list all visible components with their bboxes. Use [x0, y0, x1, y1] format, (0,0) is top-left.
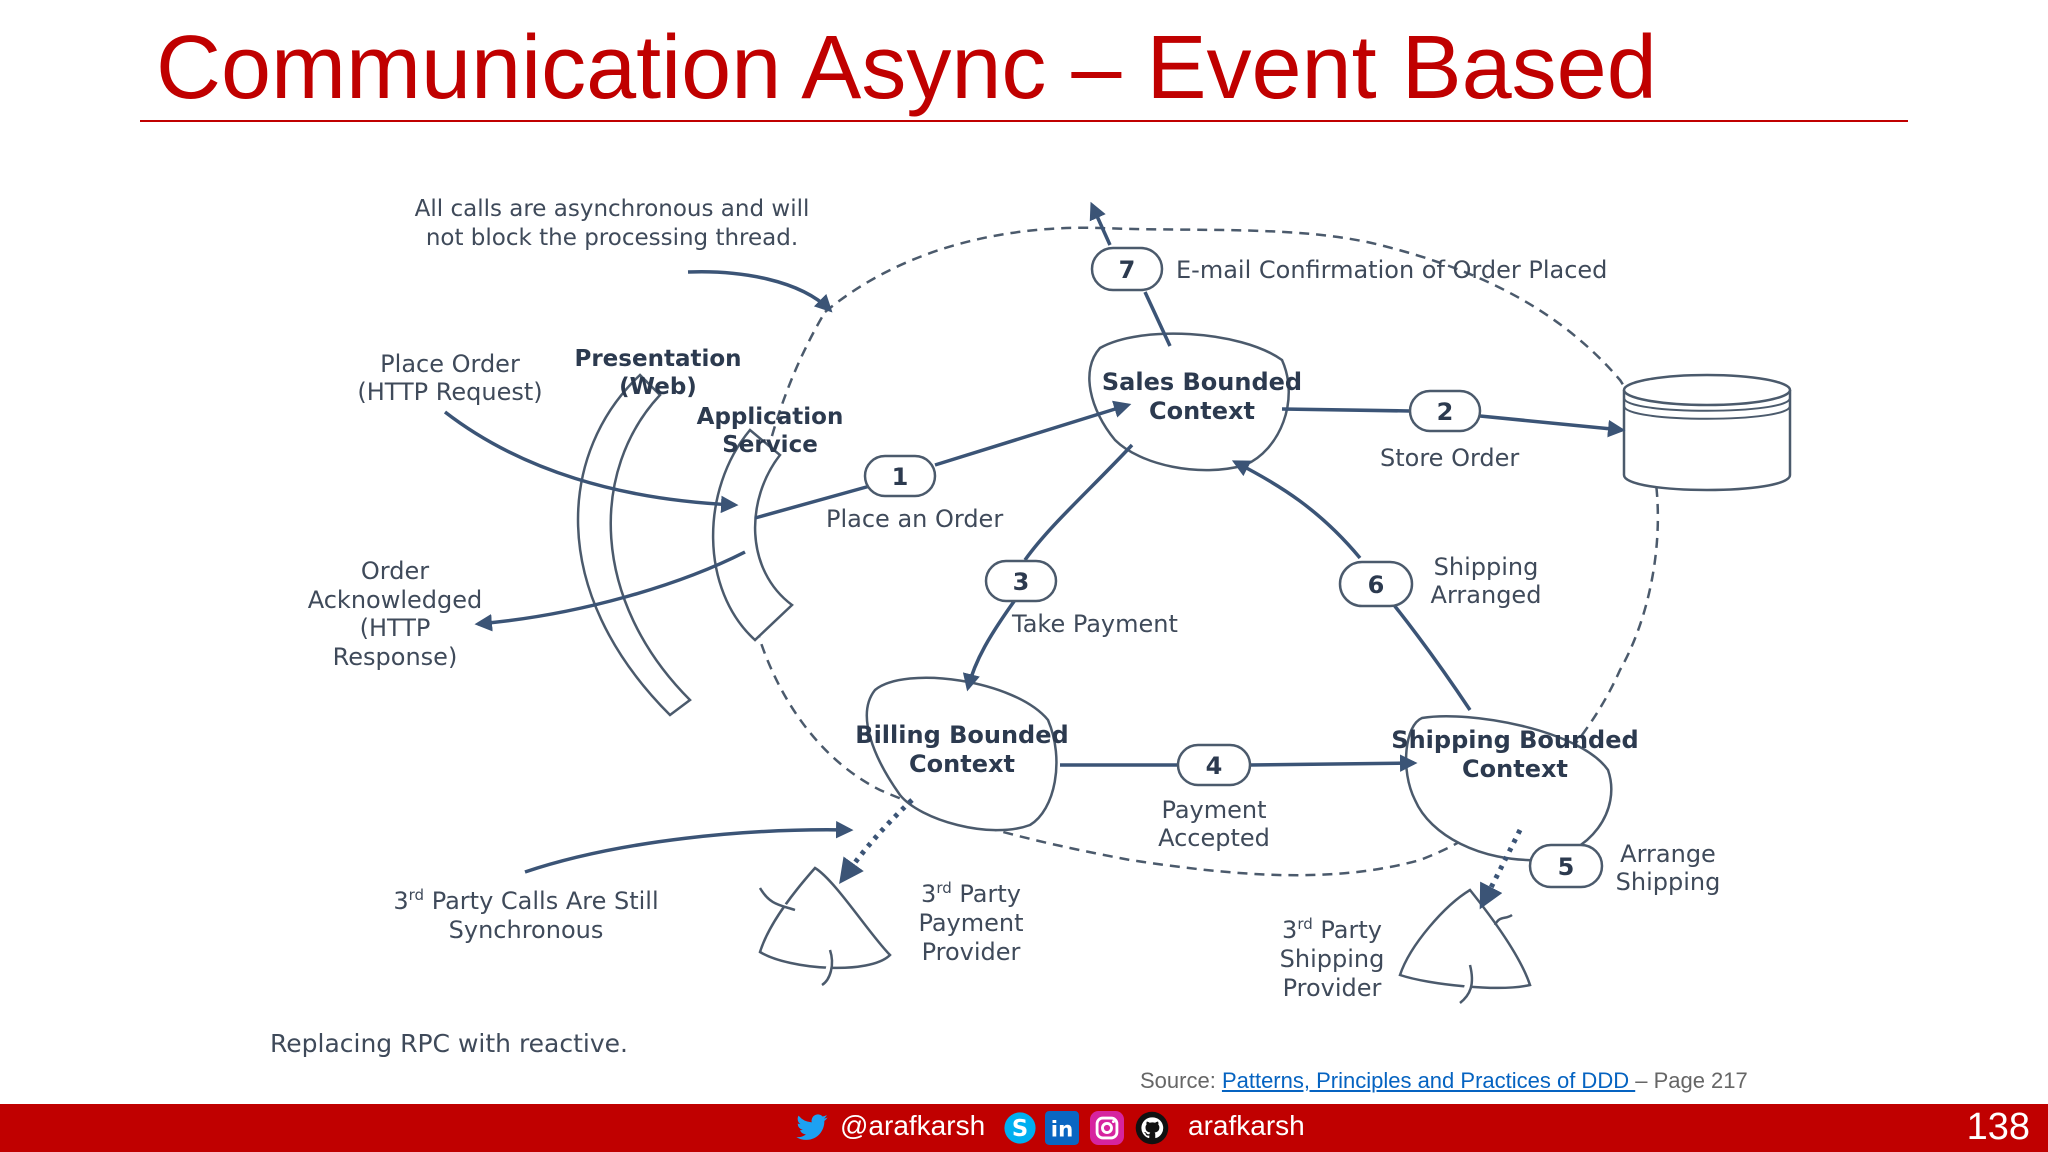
ddd-async-diagram: 1 2 3 4 5 6 7 Place an Order Store Order…: [270, 196, 1792, 1058]
instagram-icon[interactable]: [1090, 1111, 1124, 1145]
step-number: 3: [1013, 568, 1030, 596]
twitter-handle: @arafkarsh: [840, 1110, 986, 1141]
step-badge-1: 1: [863, 454, 937, 498]
shipping-provider-label: 3rd Party: [1282, 915, 1382, 944]
skype-icon[interactable]: S: [1003, 1111, 1037, 1145]
social-handles: @arafkarsh S in arafkarsh: [0, 1104, 2048, 1152]
twitter-icon[interactable]: [793, 1111, 831, 1145]
step-label: Take Payment: [1011, 610, 1178, 638]
step-badge-5: 5: [1528, 843, 1604, 889]
step-label: Arranged: [1431, 581, 1542, 609]
source-citation: Source: Patterns, Principles and Practic…: [1140, 1068, 1748, 1094]
order-ack-label: (HTTP: [360, 614, 431, 642]
step-label: Shipping: [1616, 868, 1721, 896]
billing-context-shape: [865, 676, 1058, 832]
svg-text:in: in: [1051, 1118, 1073, 1143]
footer-bar: @arafkarsh S in arafkarsh 138: [0, 1104, 2048, 1152]
title-divider: [140, 120, 1908, 122]
github-icon[interactable]: [1134, 1111, 1170, 1145]
async-note: All calls are asynchronous and will: [415, 196, 810, 222]
database-icon: [1622, 373, 1792, 492]
presentation-layer-arc: [576, 373, 692, 717]
page-number: 138: [1966, 1106, 2030, 1148]
sales-context-shape: [1088, 332, 1290, 472]
app-service-label: Application: [697, 404, 844, 430]
payment-provider-label: 3rd Party: [921, 879, 1021, 908]
source-link[interactable]: Patterns, Principles and Practices of DD…: [1221, 1068, 1636, 1093]
step-badge-3: 3: [984, 559, 1058, 603]
async-note: not block the processing thread.: [426, 225, 798, 251]
sales-context-label: Context: [1149, 397, 1255, 425]
source-prefix: Source:: [1140, 1068, 1222, 1093]
app-service-label: Service: [722, 432, 818, 458]
diagram-caption: Replacing RPC with reactive.: [270, 1029, 628, 1058]
application-layer-arc: [711, 428, 794, 642]
step-label: Store Order: [1380, 444, 1519, 472]
step-badge-6: 6: [1338, 560, 1414, 608]
third-party-note: 3rd Party Calls Are Still: [393, 886, 658, 915]
step-number: 6: [1368, 571, 1385, 599]
order-ack-label: Response): [333, 643, 458, 671]
order-ack-label: Order: [361, 557, 429, 585]
step-number: 2: [1437, 398, 1454, 426]
shipping-provider-label: Provider: [1283, 974, 1382, 1002]
step-number: 5: [1558, 853, 1575, 881]
step-number: 7: [1119, 256, 1136, 284]
third-party-note: Synchronous: [449, 916, 604, 944]
shipping-provider-shape: [1398, 888, 1532, 990]
step-badge-4: 4: [1176, 743, 1252, 787]
sales-context-label: Sales Bounded: [1102, 368, 1302, 396]
step-number: 1: [892, 463, 909, 491]
shipping-provider-label: Shipping: [1280, 945, 1385, 973]
step-label: E-mail Confirmation of Order Placed: [1176, 256, 1607, 284]
billing-context-label: Billing Bounded: [855, 721, 1068, 749]
step-number: 4: [1206, 752, 1223, 780]
step-label: Place an Order: [826, 505, 1003, 533]
step-label: Payment: [1161, 796, 1266, 824]
payment-provider-label: Payment: [918, 909, 1023, 937]
github-handle: arafkarsh: [1188, 1110, 1305, 1141]
step-label: Accepted: [1158, 824, 1270, 852]
slide-title: Communication Async – Event Based: [156, 18, 1657, 118]
billing-context-label: Context: [909, 750, 1015, 778]
place-order-label: Place Order: [380, 350, 520, 378]
step-badge-7: 7: [1090, 246, 1164, 292]
payment-provider-label: Provider: [922, 938, 1021, 966]
step-badge-2: 2: [1408, 389, 1482, 433]
presentation-label: Presentation: [574, 346, 741, 372]
order-ack-label: Acknowledged: [308, 586, 483, 614]
linkedin-icon[interactable]: in: [1045, 1111, 1079, 1145]
place-order-label: (HTTP Request): [357, 378, 542, 406]
presentation-label: (Web): [619, 374, 697, 400]
payment-provider-shape: [758, 866, 892, 970]
shipping-context-label: Shipping Bounded: [1391, 726, 1638, 754]
step-label: Shipping: [1434, 553, 1539, 581]
svg-text:S: S: [1012, 1116, 1028, 1142]
source-suffix: – Page 217: [1635, 1068, 1748, 1093]
step-label: Arrange: [1620, 840, 1716, 868]
shipping-context-label: Context: [1462, 755, 1568, 783]
